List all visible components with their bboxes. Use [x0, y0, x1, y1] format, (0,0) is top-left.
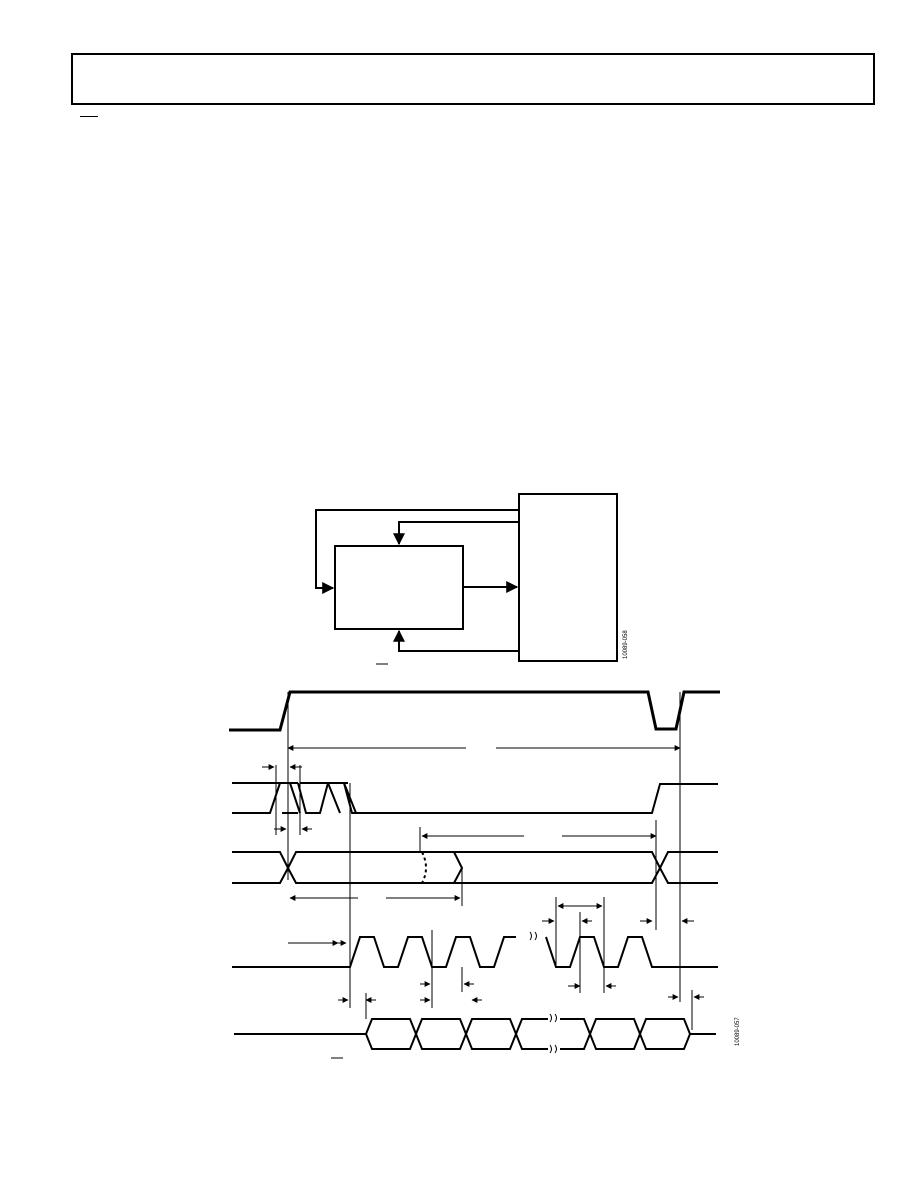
setup-markers: [262, 764, 351, 1008]
control-path-bottom: [393, 629, 519, 652]
device-block: [334, 545, 464, 630]
page-header-box: [71, 53, 875, 105]
interval-arrow-long: [287, 692, 681, 1002]
block-diagram: [315, 493, 618, 662]
data-out-break-mark: [549, 1013, 557, 1054]
signal-2-trace: [232, 782, 718, 814]
block-figure-id: 10089-058: [623, 630, 629, 659]
signal-3-trace: [232, 851, 718, 884]
valid-window-arrows: [289, 820, 657, 930]
timing-figure-id: 10089-057: [735, 1017, 741, 1046]
data-out-timing-arrows: [338, 990, 704, 1030]
clock-timing-arrows: [288, 897, 694, 1008]
controller-block: [518, 493, 618, 662]
timing-diagram: [229, 690, 720, 1054]
control-path-top: [393, 521, 519, 546]
clock-break-mark: [529, 931, 537, 941]
data-out-trace: [234, 1018, 716, 1050]
signal-1-trace: [229, 690, 720, 732]
feedback-path: [315, 509, 519, 594]
overbar-mark: [80, 116, 98, 117]
clock-trace: [232, 936, 718, 968]
